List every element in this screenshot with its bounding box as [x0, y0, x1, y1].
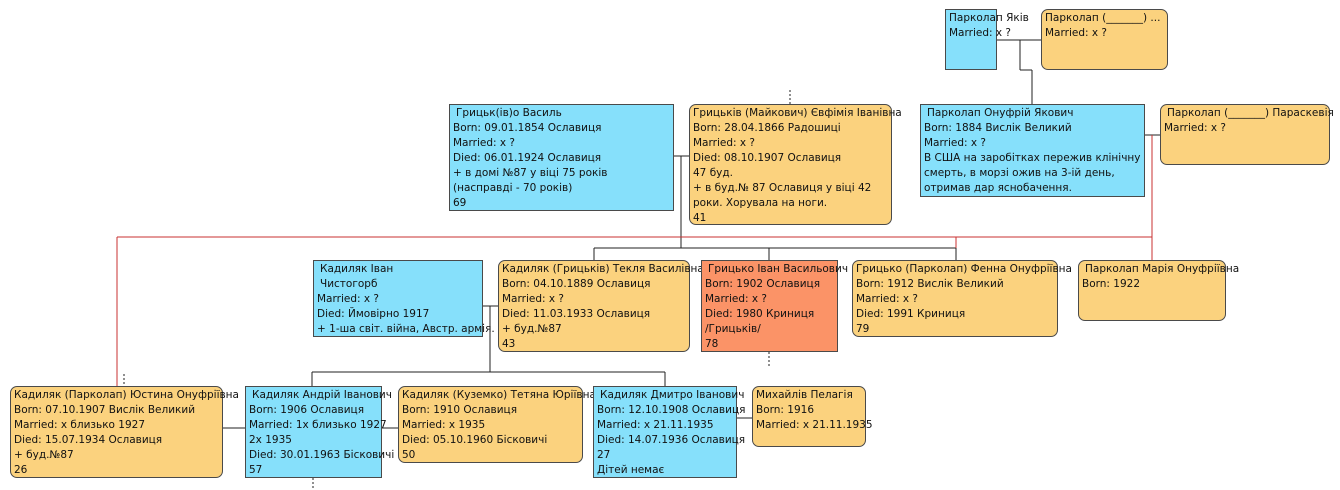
person-name: Парколап Марія Онуфріївна — [1085, 263, 1240, 275]
person-name: Грицьків (Майкович) Євфімія Іванівна — [693, 107, 902, 119]
burial-note: + буд.№87 — [14, 449, 74, 461]
burial-note: + буд.№87 — [502, 323, 562, 335]
person-card-mykhailiv-pelagia[interactable]: Михайлів Пелагія Born: 1916 Married: x 2… — [752, 386, 873, 447]
married-line: Married: x ? — [693, 137, 755, 149]
age-value: 43 — [502, 338, 516, 350]
died-line: Died: 15.07.1934 Ославиця — [14, 434, 163, 446]
died-line: Died: 1980 Криниця — [705, 308, 815, 320]
person-card-kadyliak-tetiana[interactable]: Кадиляк (Куземко) Тетяна Юріївна Born: 1… — [398, 386, 596, 463]
second-marriage: 2x 1935 — [249, 434, 292, 446]
died-line: Died: 11.03.1933 Ославиця — [502, 308, 651, 320]
age-value: 78 — [705, 338, 719, 350]
born-line: Born: 04.10.1889 Ославиця — [502, 278, 651, 290]
married-line: Married: x 1935 — [402, 419, 486, 431]
born-line: Born: 12.10.1908 Ославиця — [597, 404, 746, 416]
person-name: Кадиляк Дмитро Іванович — [600, 389, 745, 401]
born-line: Born: 1906 Ославиця — [249, 404, 365, 416]
person-name: Кадиляк Іван Чистогорб — [320, 263, 394, 290]
person-card-kadyliak-teklia[interactable]: Кадиляк (Грицьків) Текля Василівна Born:… — [498, 260, 704, 352]
age-value: 79 — [856, 323, 870, 335]
married-line: Married: x 21.11.1935 — [597, 419, 714, 431]
born-line: Born: 1884 Вислік Великий — [924, 122, 1072, 134]
person-card-kadyliak-ivan[interactable]: Кадиляк Іван Чистогорб Married: x ? Died… — [313, 260, 495, 337]
person-name: Парколап (_______) ... — [1045, 12, 1161, 24]
person-name: Парколап Яків — [949, 12, 1029, 24]
died-line: Died: 05.10.1960 Бісковичі — [402, 434, 548, 446]
person-name: Грицьк(ів)о Василь — [456, 107, 562, 119]
house-line: 47 буд. — [693, 167, 733, 179]
person-card-kadyliak-yustyna[interactable]: Кадиляк (Парколап) Юстина Онуфріївна Bor… — [10, 386, 239, 478]
person-name: Михайлів Пелагія — [756, 389, 853, 401]
married-line: Married: x ? — [924, 137, 986, 149]
children-note: Дітей немає — [597, 464, 665, 476]
burial-note: + в буд.№ 87 Ославиця у віці 42 роки. Хо… — [693, 182, 872, 209]
age-value: 41 — [693, 212, 707, 224]
person-name: Кадиляк (Куземко) Тетяна Юріївна — [402, 389, 596, 401]
biography-note: В США на заробітках пережив клінічну сме… — [924, 152, 1141, 194]
married-line: Married: x ? — [949, 27, 1011, 39]
person-card-hrytsko-vasyl[interactable]: Грицьк(ів)о Василь Born: 09.01.1854 Осла… — [449, 104, 674, 211]
born-line: Born: 1902 Ославиця — [705, 278, 821, 290]
died-line: Died: Ймовірно 1917 — [317, 308, 430, 320]
died-line: Died: 06.01.1924 Ославиця — [453, 152, 602, 164]
born-line: Born: 07.10.1907 Вислік Великий — [14, 404, 196, 416]
person-name: Кадиляк (Парколап) Юстина Онуфріївна — [14, 389, 239, 401]
person-name: Кадиляк (Грицьків) Текля Василівна — [502, 263, 704, 275]
married-line: Married: x ? — [317, 293, 379, 305]
age-value: 27 — [597, 449, 611, 461]
person-name: Парколап Онуфрій Якович — [927, 107, 1074, 119]
person-name: Кадиляк Андрій Іванович — [252, 389, 392, 401]
age-value: 50 — [402, 449, 416, 461]
married-line: Married: x ? — [502, 293, 564, 305]
person-card-parkolap-paraskevia[interactable]: Парколап (_______) Параскевія Married: x… — [1160, 104, 1334, 165]
person-card-kadyliak-dmytro[interactable]: Кадиляк Дмитро Іванович Born: 12.10.1908… — [593, 386, 746, 478]
person-card-parkolap-mariya[interactable]: Парколап Марія Онуфріївна Born: 1922 — [1078, 260, 1240, 321]
married-line: Married: x ? — [856, 293, 918, 305]
age-value: 26 — [14, 464, 28, 476]
born-line: Born: 09.01.1854 Ославиця — [453, 122, 602, 134]
person-card-hrytskiv-yevfymia[interactable]: Грицьків (Майкович) Євфімія Іванівна Bor… — [689, 104, 902, 225]
person-name: Грицько Іван Васильович — [708, 263, 849, 275]
person-card-parkolap-yakiv[interactable]: Парколап Яків Married: x ? — [945, 9, 1029, 70]
married-line: Married: x ? — [1164, 122, 1226, 134]
married-line: Married: x 21.11.1935 — [756, 419, 873, 431]
died-line: Died: 30.01.1963 Бісковичі — [249, 449, 395, 461]
died-line: Died: 14.07.1936 Ославиця — [597, 434, 746, 446]
married-line: Married: x ? — [1045, 27, 1107, 39]
married-line: Married: x ? — [453, 137, 515, 149]
burial-note: + в домі №87 у віці 75 років (насправді … — [453, 167, 608, 194]
born-line: Born: 1922 — [1082, 278, 1141, 290]
person-name: Грицько (Парколап) Фенна Онуфріївна — [856, 263, 1072, 275]
born-line: Born: 1910 Ославиця — [402, 404, 518, 416]
married-line: Married: x близько 1927 — [14, 419, 146, 431]
person-card-kadyliak-andriy[interactable]: Кадиляк Андрій Іванович Born: 1906 Ослав… — [245, 386, 395, 478]
alt-surname: /Грицьків/ — [705, 323, 761, 335]
born-line: Born: 1916 — [756, 404, 815, 416]
born-line: Born: 28.04.1866 Радошиці — [693, 122, 841, 134]
person-card-parkolap-onufriy[interactable]: Парколап Онуфрій Якович Born: 1884 Вислі… — [920, 104, 1145, 197]
person-card-hrytsko-ivan-selected[interactable]: Грицько Іван Васильович Born: 1902 Ослав… — [701, 260, 849, 352]
person-card-hrytsko-fenna[interactable]: Грицько (Парколап) Фенна Онуфріївна Born… — [852, 260, 1072, 337]
married-line: Married: 1x близько 1927 — [249, 419, 387, 431]
death-note: + 1-ша світ. війна, Австр. армія. — [317, 323, 495, 335]
died-line: Died: 1991 Криниця — [856, 308, 966, 320]
married-line: Married: x ? — [705, 293, 767, 305]
born-line: Born: 1912 Вислік Великий — [856, 278, 1004, 290]
person-card-parkolap-yakiv-wife[interactable]: Парколап (_______) ... Married: x ? — [1041, 9, 1168, 70]
age-value: 69 — [453, 197, 467, 209]
age-value: 57 — [249, 464, 263, 476]
died-line: Died: 08.10.1907 Ославиця — [693, 152, 842, 164]
person-name: Парколап (_______) Параскевія — [1167, 107, 1334, 119]
